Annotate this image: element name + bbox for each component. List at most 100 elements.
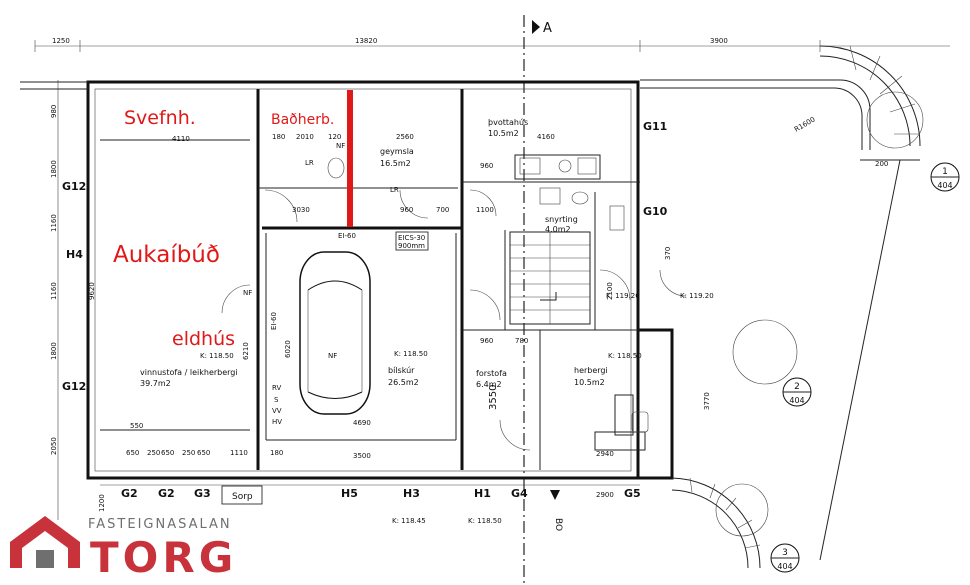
level-vinnustofa: K: 118.50	[200, 352, 234, 360]
window-labels: G12 H4 G12 G11 G10 G2 G2 G3 Sorp H5 H3 H…	[62, 120, 668, 505]
dim-1100: 1100	[476, 206, 494, 214]
label-nf-2: NF	[328, 352, 337, 360]
annotation-eldhus: eldhús	[172, 328, 235, 350]
label-sorp: Sorp	[232, 492, 253, 502]
section-ref-2-num: 2	[794, 382, 800, 392]
annotation-aukaibud: Aukaíbúð	[113, 242, 220, 268]
exterior-walls	[20, 80, 674, 480]
label-900mm: 900mm	[398, 242, 425, 250]
window-h3: H3	[403, 487, 420, 500]
label-hv: HV	[272, 418, 282, 426]
dim-180: 180	[272, 133, 285, 141]
dim-4110: 4110	[172, 135, 190, 143]
dim-3900: 3900	[710, 37, 728, 45]
stairs	[509, 231, 591, 325]
label-eics30: EICS-30	[398, 234, 425, 242]
exterior-curved-steps: R1600 200 3770	[640, 45, 924, 569]
section-ref-3-num: 3	[782, 548, 788, 558]
room-labels: vinnustofa / leikherbergi 39.7m2 geymsla…	[140, 118, 608, 389]
section-ref-3: 3 404	[770, 543, 800, 573]
room-bilskur: bílskúr	[388, 366, 415, 375]
dim-550: 550	[130, 422, 143, 430]
room-forstofa-area: 6.4m2	[476, 380, 502, 389]
dim-1800b: 1800	[50, 342, 58, 360]
room-geymsla-area: 16.5m2	[380, 159, 411, 168]
door-swings	[221, 189, 687, 451]
house-door-icon	[36, 550, 54, 568]
room-herbergi-area: 10.5m2	[574, 378, 605, 387]
room-herbergi: herbergi	[574, 366, 608, 375]
label-nf-1: NF	[336, 142, 345, 150]
dim-960b: 960	[480, 162, 493, 170]
room-geymsla: geymsla	[380, 147, 414, 156]
desk	[594, 394, 649, 451]
dim-650b: 650	[161, 449, 174, 457]
room-snyrting-area: 4.0m2	[545, 225, 571, 234]
dim-2010: 2010	[296, 133, 314, 141]
dim-650c: 650	[197, 449, 210, 457]
window-g12-top: G12	[62, 180, 86, 193]
section-ref-1-num: 1	[942, 167, 948, 177]
dim-2050: 2050	[50, 437, 58, 455]
dim-6020: 6020	[284, 340, 292, 358]
dim-250b: 250	[182, 449, 195, 457]
level-outside: K: 119.20	[680, 292, 714, 300]
window-h5: H5	[341, 487, 358, 500]
room-forstofa: forstofa	[476, 369, 507, 378]
room-vinnustofa-area: 39.7m2	[140, 379, 171, 388]
dim-180b: 180	[270, 449, 283, 457]
dim-250a: 250	[147, 449, 160, 457]
annotation-svefnh: Svefnh.	[124, 107, 196, 129]
label-vv: VV	[272, 407, 282, 415]
dim-9620: 9620	[88, 282, 96, 300]
dim-1800a: 1800	[50, 160, 58, 178]
dim-960c: 960	[480, 337, 493, 345]
dim-1160b: 1160	[50, 282, 58, 300]
window-g5: G5	[624, 487, 641, 500]
dim-980: 980	[50, 105, 58, 118]
label-s: S	[274, 396, 279, 404]
label-lr-2: LR	[390, 186, 399, 194]
label-rv: RV	[272, 384, 281, 392]
section-ref-2: 2 404	[782, 377, 812, 407]
window-g2-a: G2	[121, 487, 138, 500]
left-dimension-line: 980 1800 1160 1160 1800 2050 1200	[50, 80, 106, 520]
section-ref-1: 1 404	[930, 162, 960, 192]
dim-1110: 1110	[230, 449, 248, 457]
label-lr-1: LR	[305, 159, 314, 167]
dim-960a: 960	[400, 206, 413, 214]
dim-6210: 6210	[242, 342, 250, 360]
dim-13820: 13820	[355, 37, 377, 45]
dim-3500: 3500	[353, 452, 371, 460]
dim-3770: 3770	[703, 392, 711, 410]
logo-main-text: TORG	[90, 533, 237, 582]
dim-2940: 2940	[596, 450, 614, 458]
room-bilskur-area: 26.5m2	[388, 378, 419, 387]
level-front: K: 118.45	[392, 517, 426, 525]
dim-700: 700	[436, 206, 449, 214]
interior-dimensions: 4110 2010 180 120 2560 4160 3030 960 700…	[88, 133, 672, 460]
room-vinnustofa: vinnustofa / leikherbergi	[140, 368, 238, 377]
level-bilskur: K: 118.50	[394, 350, 428, 358]
annotation-badherb: Baðherb.	[271, 112, 334, 128]
car-outline	[299, 251, 371, 415]
logo-top-text: FASTEIGNASALAN	[88, 517, 232, 532]
dim-370: 370	[664, 247, 672, 260]
section-ref-2-sheet: 404	[789, 396, 804, 405]
dim-1250: 1250	[52, 37, 70, 45]
dim-r1600: R1600	[793, 115, 817, 133]
dim-1200: 1200	[98, 494, 106, 512]
door-labels: EI-60 EI-60 EICS-30 900mm NF NF NF LR LR…	[243, 142, 429, 426]
level-stair: K: 119.26	[606, 292, 640, 300]
window-g2-b: G2	[158, 487, 175, 500]
window-h4: H4	[66, 248, 83, 261]
room-thvottahus-area: 10.5m2	[488, 129, 519, 138]
dim-200: 200	[875, 160, 888, 168]
window-h1: H1	[474, 487, 491, 500]
level-herbergi: K: 118.50	[608, 352, 642, 360]
red-divider-line	[347, 90, 353, 227]
window-g3: G3	[194, 487, 211, 500]
dim-120: 120	[328, 133, 341, 141]
room-snyrting: snyrting	[545, 215, 578, 224]
